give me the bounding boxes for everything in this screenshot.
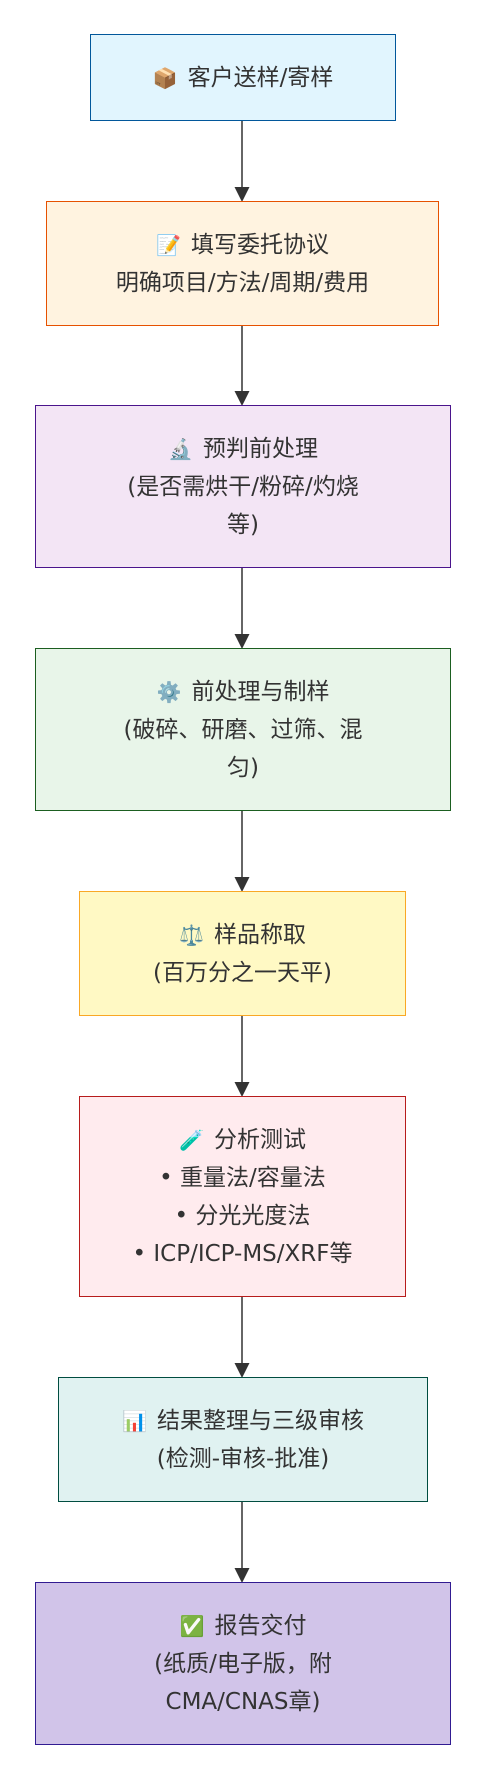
step-detail-line: (是否需烘干/粉碎/灼烧 (127, 473, 359, 500)
step-detail-line: • 重量法/容量法 (159, 1164, 326, 1191)
step-title: ⚙️ 前处理与制样 (157, 673, 330, 711)
step-detail-line: • ICP/ICP-MS/XRF等 (132, 1240, 353, 1267)
memo-icon: 📝 (156, 232, 181, 257)
gear-icon: ⚙️ (156, 679, 182, 704)
step-send-sample-box: 📦 客户送样/寄样 (90, 34, 396, 121)
step-review-box: 📊 结果整理与三级审核 (检测-审核-批准) (58, 1377, 428, 1502)
package-icon: 📦 (152, 65, 178, 90)
step-detail-line: 明确项目/方法/周期/费用 (115, 269, 370, 296)
test-tube-icon: 🧪 (179, 1127, 204, 1152)
step-title: 📝 填写委托协议 (156, 226, 329, 264)
step-title: 📊 结果整理与三级审核 (122, 1402, 364, 1440)
step-title: 📦 客户送样/寄样 (153, 59, 334, 97)
step-detail-line: 匀) (227, 754, 259, 781)
bar-chart-icon: 📊 (122, 1408, 147, 1433)
step-detail-line: • 分光光度法 (174, 1202, 311, 1229)
scales-icon: ⚖️ (179, 922, 204, 947)
step-report-delivery-box: ✅ 报告交付 (纸质/电子版，附 CMA/CNAS章) (35, 1582, 451, 1745)
step-title-text: 前处理与制样 (191, 678, 330, 705)
step-entrust-agreement-box: 📝 填写委托协议明确项目/方法/周期/费用 (46, 201, 439, 326)
microscope-icon: 🔬 (168, 436, 193, 461)
step-title-text: 客户送样/寄样 (187, 64, 334, 91)
step-title-text: 结果整理与三级审核 (156, 1407, 364, 1434)
step-title-text: 报告交付 (214, 1612, 307, 1639)
step-analysis-box: 🧪 分析测试 • 重量法/容量法 • 分光光度法 • ICP/ICP-MS/XRF等 (79, 1096, 406, 1297)
step-detail-line: (纸质/电子版，附 (154, 1650, 332, 1677)
check-mark-icon: ✅ (179, 1613, 205, 1638)
step-sample-prep-box: ⚙️ 前处理与制样 (破碎、研磨、过筛、混匀) (35, 648, 451, 811)
step-title-text: 分析测试 (213, 1126, 306, 1153)
step-title: ⚖️ 样品称取 (179, 916, 306, 954)
step-detail-line: (破碎、研磨、过筛、混 (123, 716, 363, 743)
step-title: 🔬 预判前处理 (168, 430, 318, 468)
step-weighing-box: ⚖️ 样品称取 (百万分之一天平) (79, 891, 406, 1016)
step-title-text: 预判前处理 (202, 435, 318, 462)
step-pretreatment-assessment-box: 🔬 预判前处理 (是否需烘干/粉碎/灼烧等) (35, 405, 451, 568)
step-title: ✅ 报告交付 (180, 1607, 307, 1645)
step-title-text: 填写委托协议 (190, 231, 329, 258)
step-title-text: 样品称取 (213, 921, 306, 948)
step-detail-line: CMA/CNAS章) (165, 1688, 321, 1715)
step-detail-line: (百万分之一天平) (153, 959, 332, 986)
step-detail-line: (检测-审核-批准) (156, 1445, 330, 1472)
step-detail-line: 等) (227, 511, 259, 538)
step-title: 🧪 分析测试 (179, 1121, 306, 1159)
